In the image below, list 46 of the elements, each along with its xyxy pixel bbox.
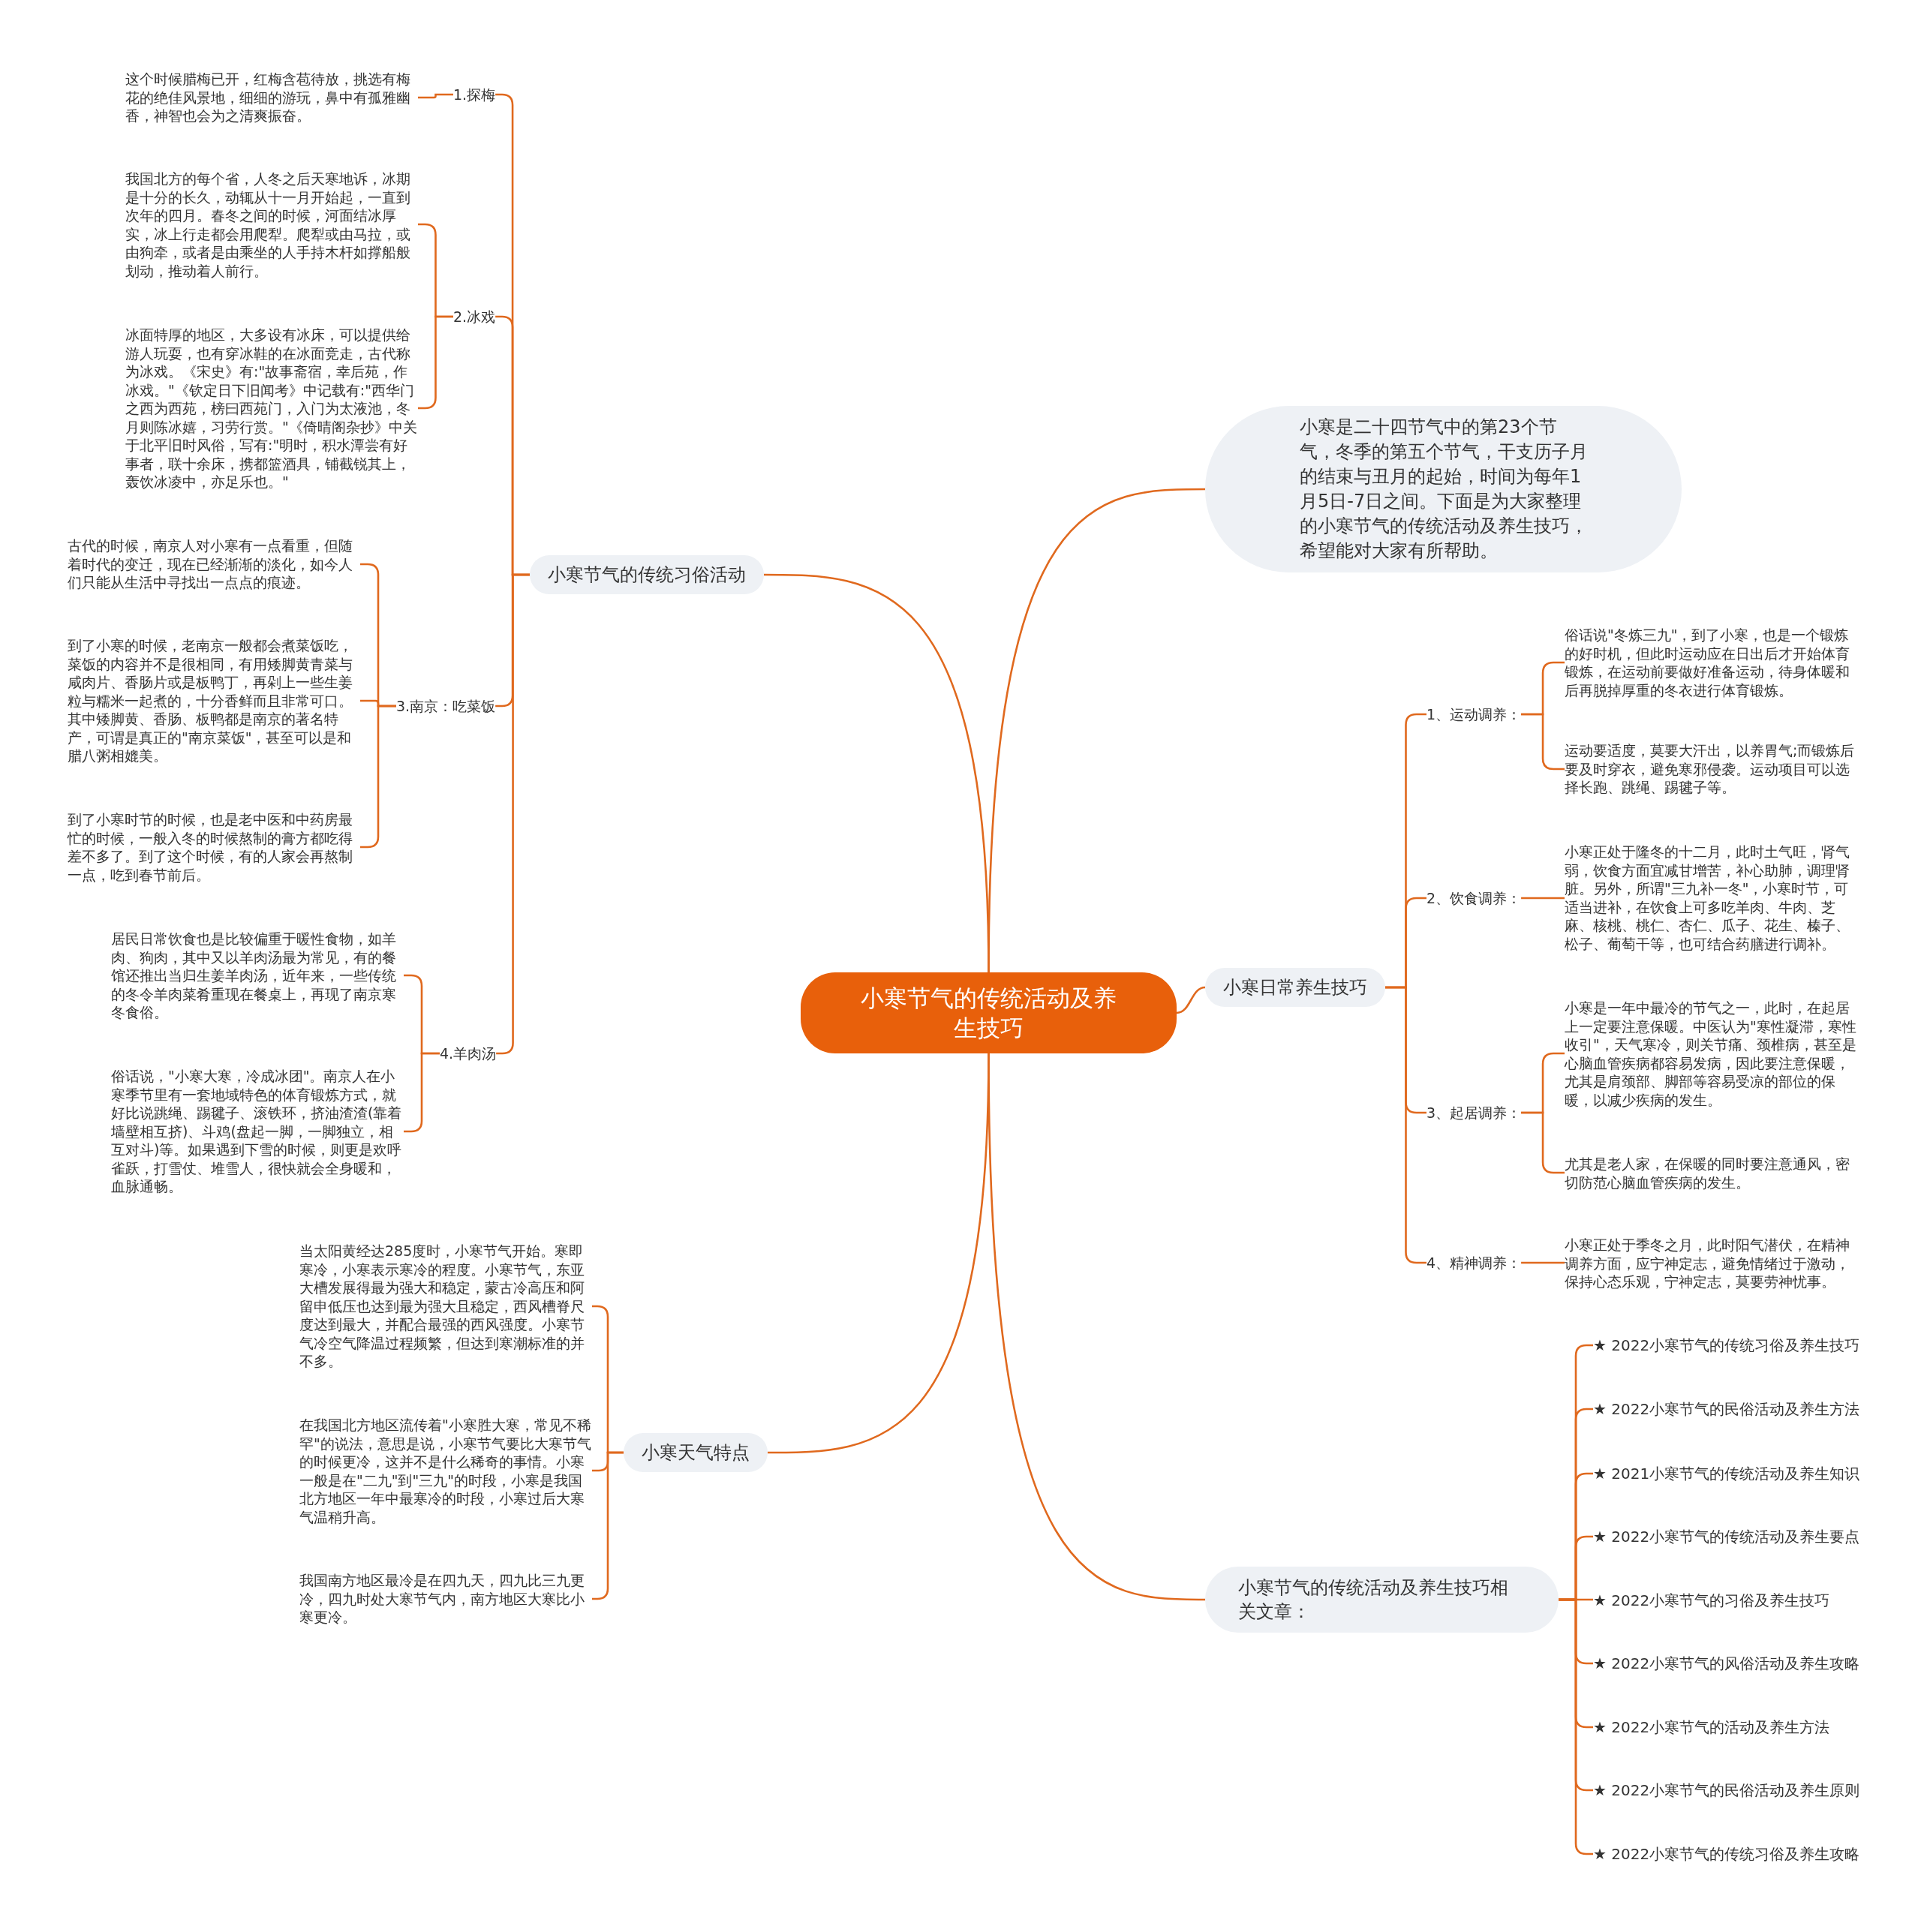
note-text: 我国南方地区最冷是在四九天，四九比三九更冷，四九时处大寒节气内，南方地区大寒比小寒更冷。	[299, 1571, 592, 1627]
article-link-text: ★ 2022小寒节气的民俗活动及养生原则	[1593, 1780, 1860, 1800]
note-text: 到了小寒的时候，老南京一般都会煮菜饭吃，菜饭的内容并不是很相同，有用矮脚黄青菜与咸肉片、香肠片或是板鸭丁，再剁上一些生姜粒与糯米一起煮的，十分香鲜而且非常可口。其中矮脚黄、香肠、板鸭都是南京的著名特产，可谓是真正的"南京菜饭"，甚至可以是和腊八粥相媲美。	[68, 636, 360, 765]
note-text: 尤其是老人家，在保暖的同时要注意通风，密切防范心脑血管疾病的发生。	[1565, 1154, 1857, 1191]
intro-bubble: 小寒是二十四节气中的第23个节气，冬季的第五个节气，干支历子月的结束与丑月的起始，时间为每年1月5日-7日之间。下面是为大家整理的小寒节气的传统活动及养生技巧，希望能对大家有所帮助。	[1205, 406, 1682, 572]
note-text: 俗话说，"小寒大寒，冷成冰团"。南京人在小寒季节里有一套地域特色的体育锻炼方式，就好比说跳绳、踢毽子、滚铁环，挤油渣渣(靠着墙壁相互挤)、斗鸡(盘起一脚，一脚独立，相互对斗)等。如果遇到下雪的时候，则更是欢呼雀跃，打雪仗、堆雪人，很快就会全身暖和，血脉通畅。	[111, 1067, 404, 1196]
connector-line	[988, 1053, 1205, 1601]
note-text: 在我国北方地区流传着"小寒胜大寒，常见不稀罕"的说法，意思是说，小寒节气要比大寒节气的时候更冷，这并不是什么稀奇的事情。小寒一般是在"二九"到"三九"的时段，小寒是我国北方地区一年中最寒冷的时段，小寒过后大寒气温稍升高。	[299, 1415, 592, 1526]
note-text: 小寒正处于季冬之月，此时阳气潜伏，在精神调养方面，应宁神定志，避免情绪过于激动，保持心态乐观，宁神定志，莫要劳神忧事。	[1565, 1236, 1857, 1291]
topic-pill: 小寒日常养生技巧	[1205, 968, 1385, 1007]
note-text: 冰面特厚的地区，大多设有冰床，可以提供给游人玩耍，也有穿冰鞋的在冰面竞走，古代称为冰戏。《宋史》有:"故事斋宿，幸后苑，作冰戏。"《钦定日下旧闻考》中记载有:"西华门之西为西苑，榜曰西苑门，入门为太液池，冬月则陈冰嬉，习劳行赏。"《倚晴阁杂抄》中关于北平旧时风俗，写有:"明时，积水潭尝有好事者，联十余床，携都篮酒具，铺截锐其上，轰饮冰凌中，亦足乐也。"	[125, 325, 418, 491]
article-link-text: ★ 2022小寒节气的传统习俗及养生技巧	[1593, 1336, 1860, 1355]
article-link-text: ★ 2022小寒节气的传统活动及养生要点	[1593, 1527, 1860, 1546]
subtopic-label: 4.羊肉汤	[440, 1044, 497, 1062]
note-text: 当太阳黄经达285度时，小寒节气开始。寒即寒冷，小寒表示寒冷的程度。小寒节气，东亚大槽发展得最为强大和稳定，蒙古冷高压和阿留申低压也达到最为强大且稳定，西风槽脊尺度达到最大，并配合最强的西风强度。小寒节气冷空气降温过程频繁，但达到寒潮标准的并不多。	[299, 1242, 592, 1371]
subtopic-label: 4、精神调养：	[1426, 1254, 1522, 1272]
topic-pill: 小寒天气特点	[624, 1433, 768, 1472]
note-text: 我国北方的每个省，人冬之后天寒地诉，冰期是十分的长久，动辄从十一月开始起，一直到次年的四月。春冬之间的时候，河面结冰厚实，冰上行走都会用爬犁。爬犁或由马拉，或由狗牵，或者是由乘坐的人手持木杆如撑船般划动，推动着人前行。	[125, 169, 418, 280]
note-text: 这个时候腊梅已开，红梅含苞待放，挑选有梅花的绝佳风景地，细细的游玩，鼻中有孤雅幽香，神智也会为之清爽振奋。	[125, 70, 418, 125]
subtopic-label: 1.探梅	[453, 86, 496, 104]
article-link-text: ★ 2022小寒节气的传统习俗及养生攻略	[1593, 1844, 1860, 1864]
topic-pill: 小寒节气的传统习俗活动	[530, 555, 764, 594]
note-text: 小寒是一年中最冷的节气之一，此时，在起居上一定要注意保暖。中医认为"寒性凝滞，寒性收引"，天气寒冷，则关节痛、颈椎病，甚至是心脑血管疾病都容易发病，因此要注意保暖，尤其是肩颈部、脚部等容易受凉的部位的保暖，以减少疾病的发生。	[1565, 998, 1857, 1109]
connector-line	[1176, 986, 1206, 1014]
subtopic-label: 3.南京：吃菜饭	[396, 697, 496, 715]
article-link-text: ★ 2022小寒节气的活动及养生方法	[1593, 1717, 1830, 1737]
note-text: 到了小寒时节的时候，也是老中医和中药房最忙的时候，一般入冬的时候熬制的膏方都吃得差不多了。到了这个时候，有的人家会再熬制一点，吃到春节前后。	[68, 810, 360, 884]
note-text: 古代的时候，南京人对小寒有一点看重，但随着时代的变迁，现在已经渐渐的淡化，如今人们只能从生活中寻找出一点点的痕迹。	[68, 536, 360, 592]
note-text: 俗话说"冬炼三九"，到了小寒，也是一个锻炼的好时机，但此时运动应在日出后才开始体育锻炼，在运动前要做好准备运动，待身体暖和后再脱掉厚重的冬衣进行体育锻炼。	[1565, 626, 1857, 699]
note-text: 小寒正处于隆冬的十二月，此时土气旺，肾气弱，饮食方面宜减甘增苦，补心助肺，调理肾脏。另外，所谓"三九补一冬"，小寒时节，可适当进补，在饮食上可多吃羊肉、牛肉、芝麻、核桃、桃仁、杏仁、瓜子、花生、榛子、松子、葡萄干等，也可结合药膳进行调补。	[1565, 842, 1857, 953]
connector-line	[988, 488, 1205, 973]
subtopic-label: 2、饮食调养：	[1426, 889, 1522, 907]
article-link-text: ★ 2022小寒节气的风俗活动及养生攻略	[1593, 1654, 1860, 1673]
connector-line	[1521, 897, 1565, 900]
subtopic-label: 1、运动调养：	[1426, 705, 1522, 723]
subtopic-label: 2.冰戏	[453, 308, 496, 326]
note-text: 运动要适度，莫要大汗出，以养胃气;而锻炼后要及时穿衣，避免寒邪侵袭。运动项目可以选择长跑、跳绳、踢毽子等。	[1565, 741, 1857, 797]
connector-line	[1521, 1261, 1565, 1264]
article-link-text: ★ 2022小寒节气的习俗及养生技巧	[1593, 1591, 1830, 1610]
article-link-text: ★ 2021小寒节气的传统活动及养生知识	[1593, 1464, 1860, 1483]
note-text: 居民日常饮食也是比较偏重于暖性食物，如羊肉、狗肉，其中又以羊肉汤最为常见，有的餐馆还推出当归生姜羊肉汤，近年来，一些传统的冬令羊肉菜肴重现在餐桌上，再现了南京寒冬食俗。	[111, 929, 404, 1022]
connector-line	[418, 93, 453, 99]
subtopic-label: 3、起居调养：	[1426, 1104, 1522, 1122]
topic-pill: 小寒节气的传统活动及养生技巧相关文章：	[1205, 1567, 1559, 1633]
central-topic: 小寒节气的传统活动及养生技巧	[801, 972, 1177, 1053]
article-link-text: ★ 2022小寒节气的民俗活动及养生方法	[1593, 1399, 1860, 1419]
